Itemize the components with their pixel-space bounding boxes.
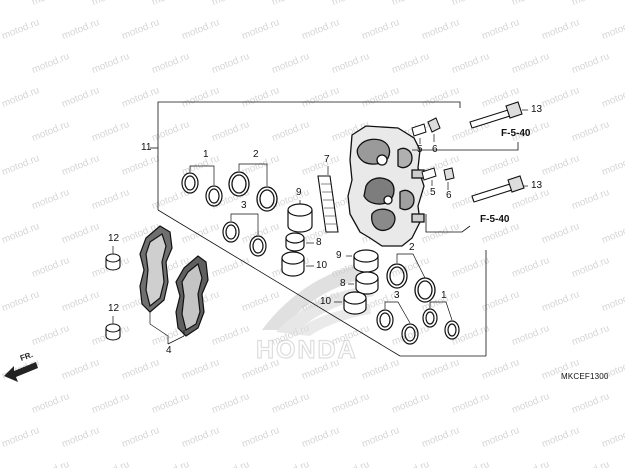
callout-10-right: 10 (320, 296, 332, 307)
piston-seals-1-left (181, 165, 223, 207)
callout-2-right: 2 (409, 242, 415, 253)
callout-8-left: 8 (316, 237, 322, 248)
callout-1-left: 1 (203, 149, 209, 160)
pad-spring-7 (317, 166, 339, 233)
callout-9-left: 9 (296, 187, 302, 198)
pistons-right (343, 249, 379, 315)
bleeder-valves (411, 117, 455, 190)
honda-wing-logo: HONDA (255, 262, 376, 365)
callout-10-left: 10 (316, 260, 328, 271)
callout-13-upper: 13 (531, 104, 543, 115)
callout-12-lower: 12 (108, 303, 120, 314)
callout-13-lower: 13 (531, 180, 543, 191)
leaders-left (299, 200, 314, 267)
front-direction-arrow (4, 362, 38, 382)
mounting-bolts-13 (469, 101, 528, 203)
honda-logo-text: HONDA (256, 336, 358, 364)
caliper-body (347, 125, 425, 247)
callout-2-left: 2 (253, 149, 259, 160)
leaders-right (334, 255, 354, 303)
ref-f-5-40-upper[interactable]: F-5-40 (501, 128, 531, 139)
pad-pins-12 (105, 246, 121, 341)
callout-5-lower: 5 (430, 187, 436, 198)
callout-3-left: 3 (241, 200, 247, 211)
callout-9-right: 9 (336, 250, 342, 261)
ref-f-5-40-lower[interactable]: F-5-40 (480, 214, 510, 225)
brake-pads-4 (139, 225, 209, 345)
piston-seals-3-left (222, 213, 267, 257)
callout-6-lower: 6 (446, 190, 452, 201)
diagram-code: MKCEF1300 (561, 372, 609, 381)
callout-11: 11 (141, 142, 152, 153)
callout-3-right: 3 (394, 290, 400, 301)
pistons-left (281, 203, 313, 277)
piston-seals-3-right (376, 301, 419, 345)
callout-5-upper: 5 (417, 144, 423, 155)
callout-8-right: 8 (340, 278, 346, 289)
callout-1-right: 1 (441, 290, 447, 301)
callout-6-upper: 6 (432, 144, 438, 155)
ref-leaders (412, 142, 519, 233)
piston-seals-1-right (422, 301, 460, 340)
piston-seals-2-right (386, 253, 436, 303)
piston-seals-2-left (228, 163, 278, 212)
callout-12-upper: 12 (108, 233, 120, 244)
assembly-frame (150, 101, 487, 357)
callout-7: 7 (324, 154, 330, 165)
callout-4: 4 (166, 345, 172, 356)
